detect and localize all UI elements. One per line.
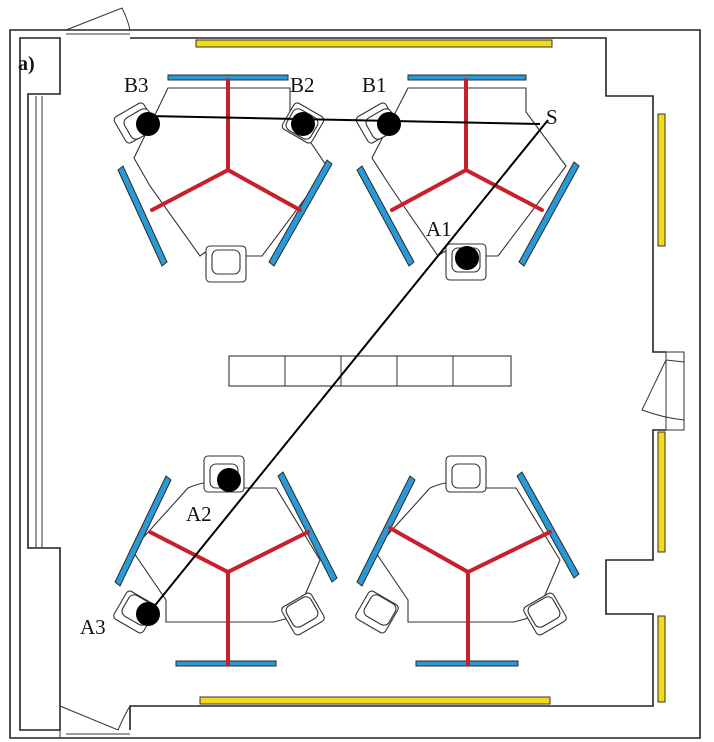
screen-left <box>117 165 168 267</box>
windows <box>195 39 666 705</box>
window-right-3 <box>657 615 666 703</box>
window-top <box>195 39 553 48</box>
partition <box>464 168 544 212</box>
occupant-points <box>136 112 479 626</box>
line-b3-to-s <box>147 115 541 125</box>
label-s: S <box>546 105 558 129</box>
partition <box>466 530 552 574</box>
doors <box>59 7 685 738</box>
partition <box>390 168 468 212</box>
right-door <box>641 359 685 421</box>
label-a1: A1 <box>426 217 452 241</box>
partition <box>148 530 230 574</box>
workstation-cluster-top-left <box>113 74 333 283</box>
line-a3-to-s <box>147 119 549 615</box>
screen-left <box>356 165 415 267</box>
workstation-cluster-bottom-right <box>355 455 580 667</box>
bottom-door <box>59 705 131 738</box>
screen-left <box>356 475 416 587</box>
label-b1: B1 <box>362 73 387 97</box>
window-bottom <box>199 696 551 705</box>
occupant-a1 <box>455 246 479 270</box>
room-walls <box>9 29 701 739</box>
left-wall-outline <box>19 37 61 731</box>
partition <box>388 526 470 574</box>
sight-lines <box>147 115 549 615</box>
screen-right <box>268 159 333 267</box>
screen-right <box>277 471 338 583</box>
label-a2: A2 <box>186 502 212 526</box>
panel-label: a) <box>18 53 35 75</box>
chair-right <box>523 592 567 636</box>
window-right-2 <box>657 431 666 553</box>
partition <box>150 168 230 212</box>
outer-wall <box>9 29 701 739</box>
screen-right <box>516 471 580 579</box>
label-a3: A3 <box>80 615 106 639</box>
partition <box>226 168 302 212</box>
chair-left <box>355 590 399 634</box>
top-door <box>65 7 131 31</box>
top-right-wall <box>130 37 666 353</box>
occupant-b2 <box>291 112 315 136</box>
bottom-right-wall <box>129 429 666 730</box>
screen-right <box>518 161 580 267</box>
label-b2: B2 <box>290 73 315 97</box>
chair-bottom-right <box>281 592 325 636</box>
right-door-frame <box>665 351 685 431</box>
screen-left <box>114 475 172 587</box>
partition <box>226 530 310 574</box>
occupant-a3 <box>136 602 160 626</box>
window-right-1 <box>657 113 666 247</box>
chair-bottom <box>205 245 247 283</box>
label-b3: B3 <box>124 73 149 97</box>
occupant-a2 <box>217 468 241 492</box>
occupant-b3 <box>136 112 160 136</box>
center-table <box>228 355 512 387</box>
chair-top <box>445 455 487 493</box>
workstation-cluster-bottom-left <box>113 455 338 667</box>
occupant-b1 <box>377 112 401 136</box>
table-outline <box>228 355 512 387</box>
